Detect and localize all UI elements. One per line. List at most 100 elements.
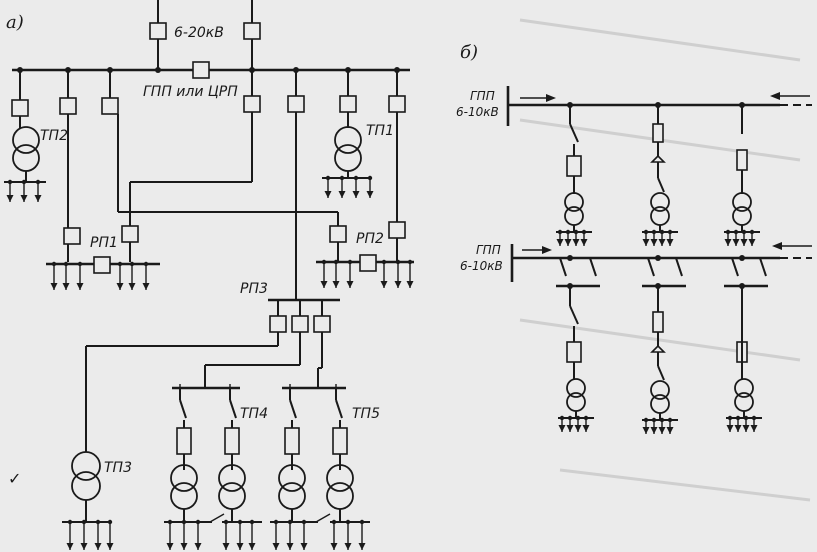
junction-dot: [567, 415, 573, 421]
junction-dot: [7, 179, 13, 185]
junction-dot: [63, 261, 69, 267]
arrow-head: [740, 239, 748, 246]
junction-dot: [575, 415, 581, 421]
junction-dot: [21, 179, 27, 185]
junction-dot: [143, 261, 149, 267]
gpp-top-name: ГПП: [470, 89, 495, 103]
panel-b-bottom-bus: [510, 242, 812, 282]
arrow-head: [248, 543, 256, 550]
junction-dot: [273, 519, 279, 525]
junction-dot: [659, 229, 665, 235]
junction-dot: [77, 261, 83, 267]
arrow-head: [732, 239, 740, 246]
arrow-head: [724, 239, 732, 246]
junction-dot: [339, 175, 345, 181]
junction-dot: [237, 519, 243, 525]
arrow-head: [726, 425, 734, 432]
arrow-head: [658, 239, 666, 246]
arrow-head: [734, 425, 742, 432]
supply-feeders: [149, 0, 261, 70]
tp2-branch: [4, 70, 46, 183]
junction-dot: [395, 259, 401, 265]
arrow-head: [222, 543, 230, 550]
arrow-head: [406, 281, 414, 288]
arrow-head: [142, 283, 150, 290]
rp1-label: РП1: [90, 235, 118, 251]
arrow-head: [344, 543, 352, 550]
rp3-group: [85, 70, 340, 452]
arrow-head: [332, 281, 340, 288]
arrow-head: [650, 427, 658, 434]
arrow-head: [574, 425, 582, 432]
panel-a-label: а): [6, 12, 24, 33]
junction-dot: [249, 519, 255, 525]
junction-dot: [353, 175, 359, 181]
arrow-head: [748, 239, 756, 246]
tp1-label: ТП1: [366, 123, 394, 139]
arrow-head: [346, 281, 354, 288]
junction-dot: [407, 259, 413, 265]
arrow-head: [358, 543, 366, 550]
junction-dot: [559, 415, 565, 421]
arrow-head: [380, 281, 388, 288]
arrow-head: [76, 283, 84, 290]
gpp-top-voltage: 6-10кВ: [456, 105, 499, 119]
arrow-head: [742, 425, 750, 432]
junction-dot: [117, 261, 123, 267]
main-busbar: [12, 61, 410, 79]
rp3-label: РП3: [240, 281, 268, 297]
gpp-bottom-name: ГПП: [476, 243, 501, 257]
junction-dot: [367, 175, 373, 181]
junction-dot: [733, 229, 739, 235]
arrow-head: [666, 427, 674, 434]
arrow-head: [750, 425, 758, 432]
tp2-label: ТП2: [40, 128, 68, 144]
junction-dot: [735, 415, 741, 421]
arrow-head: [94, 543, 102, 550]
junction-dot: [727, 415, 733, 421]
junction-dot: [749, 229, 755, 235]
arrow-head: [564, 239, 572, 246]
arrow-head: [566, 425, 574, 432]
rp1-bus: [46, 256, 160, 274]
tp3-branch: [62, 451, 112, 523]
arrow-head: [330, 543, 338, 550]
panel-b-top-bus: [506, 86, 812, 126]
rp2-label: РП2: [356, 231, 384, 247]
panel-b-label: б): [460, 42, 478, 63]
junction-dot: [325, 175, 331, 181]
arrow-head: [338, 191, 346, 198]
arrow-head: [286, 543, 294, 550]
junction-dot: [725, 229, 731, 235]
arrow-head: [394, 281, 402, 288]
arrow-head: [666, 239, 674, 246]
junction-dot: [81, 519, 87, 525]
junction-dot: [667, 417, 673, 423]
junction-dot: [359, 519, 365, 525]
arrow-head: [324, 191, 332, 198]
arrow-head: [556, 239, 564, 246]
arrow-head: [558, 425, 566, 432]
junction-dot: [195, 519, 201, 525]
junction-dot: [129, 261, 135, 267]
junction-dot: [167, 519, 173, 525]
arrow-head: [272, 543, 280, 550]
arrow-head: [642, 239, 650, 246]
junction-dot: [741, 229, 747, 235]
junction-dot: [573, 229, 579, 235]
arrow-head: [66, 543, 74, 550]
tp3-label: ТП3: [104, 460, 132, 476]
arrow-head: [582, 425, 590, 432]
arrow-head: [658, 427, 666, 434]
arrow-head: [580, 239, 588, 246]
arrow-head: [180, 543, 188, 550]
arrow-head: [106, 543, 114, 550]
junction-dot: [557, 229, 563, 235]
arrow-head: [34, 195, 42, 202]
junction-dot: [301, 519, 307, 525]
junction-dot: [643, 229, 649, 235]
output-arrows: [6, 175, 758, 550]
arrow-head: [650, 239, 658, 246]
